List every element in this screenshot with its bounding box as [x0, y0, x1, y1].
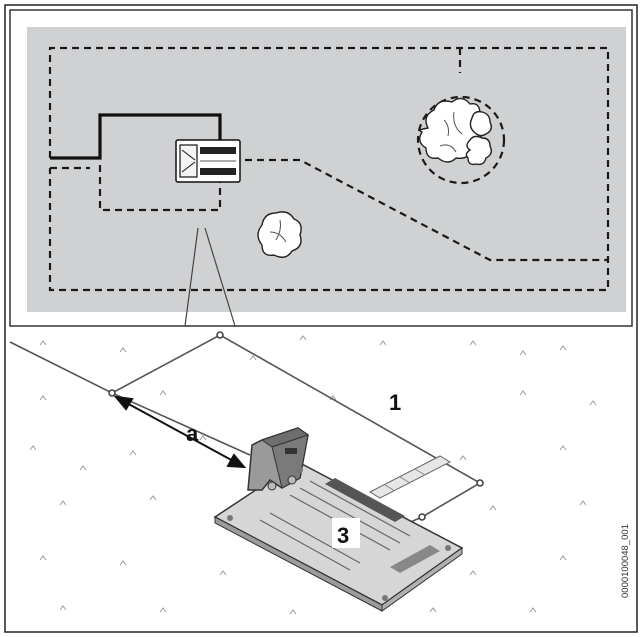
figure-code: 0000100048_001: [620, 524, 631, 598]
callout-line-left: [184, 227, 199, 327]
docking-station-plan: [175, 139, 241, 183]
distance-arrow: [113, 395, 247, 469]
label-wire: 1: [389, 390, 401, 415]
bush-small: [257, 211, 302, 258]
label-distance: a: [186, 421, 199, 446]
callout-line-right: [204, 227, 236, 327]
lawn-area: [27, 27, 626, 312]
label-station-box: [332, 518, 360, 548]
detail-perspective-panel: 1 a 3 0000100048_001: [9, 331, 631, 615]
perimeter-dashed-loop: [48, 46, 610, 292]
grass-texture: [29, 335, 597, 615]
diagonal-guide: [245, 158, 608, 262]
label-station: 3: [337, 523, 349, 548]
island-boundary: [416, 95, 506, 185]
wire-inner: [111, 392, 251, 456]
boundary-wire-solid: [50, 113, 222, 160]
bush-large: [419, 97, 493, 166]
lawn-plan-panel: [9, 9, 633, 327]
